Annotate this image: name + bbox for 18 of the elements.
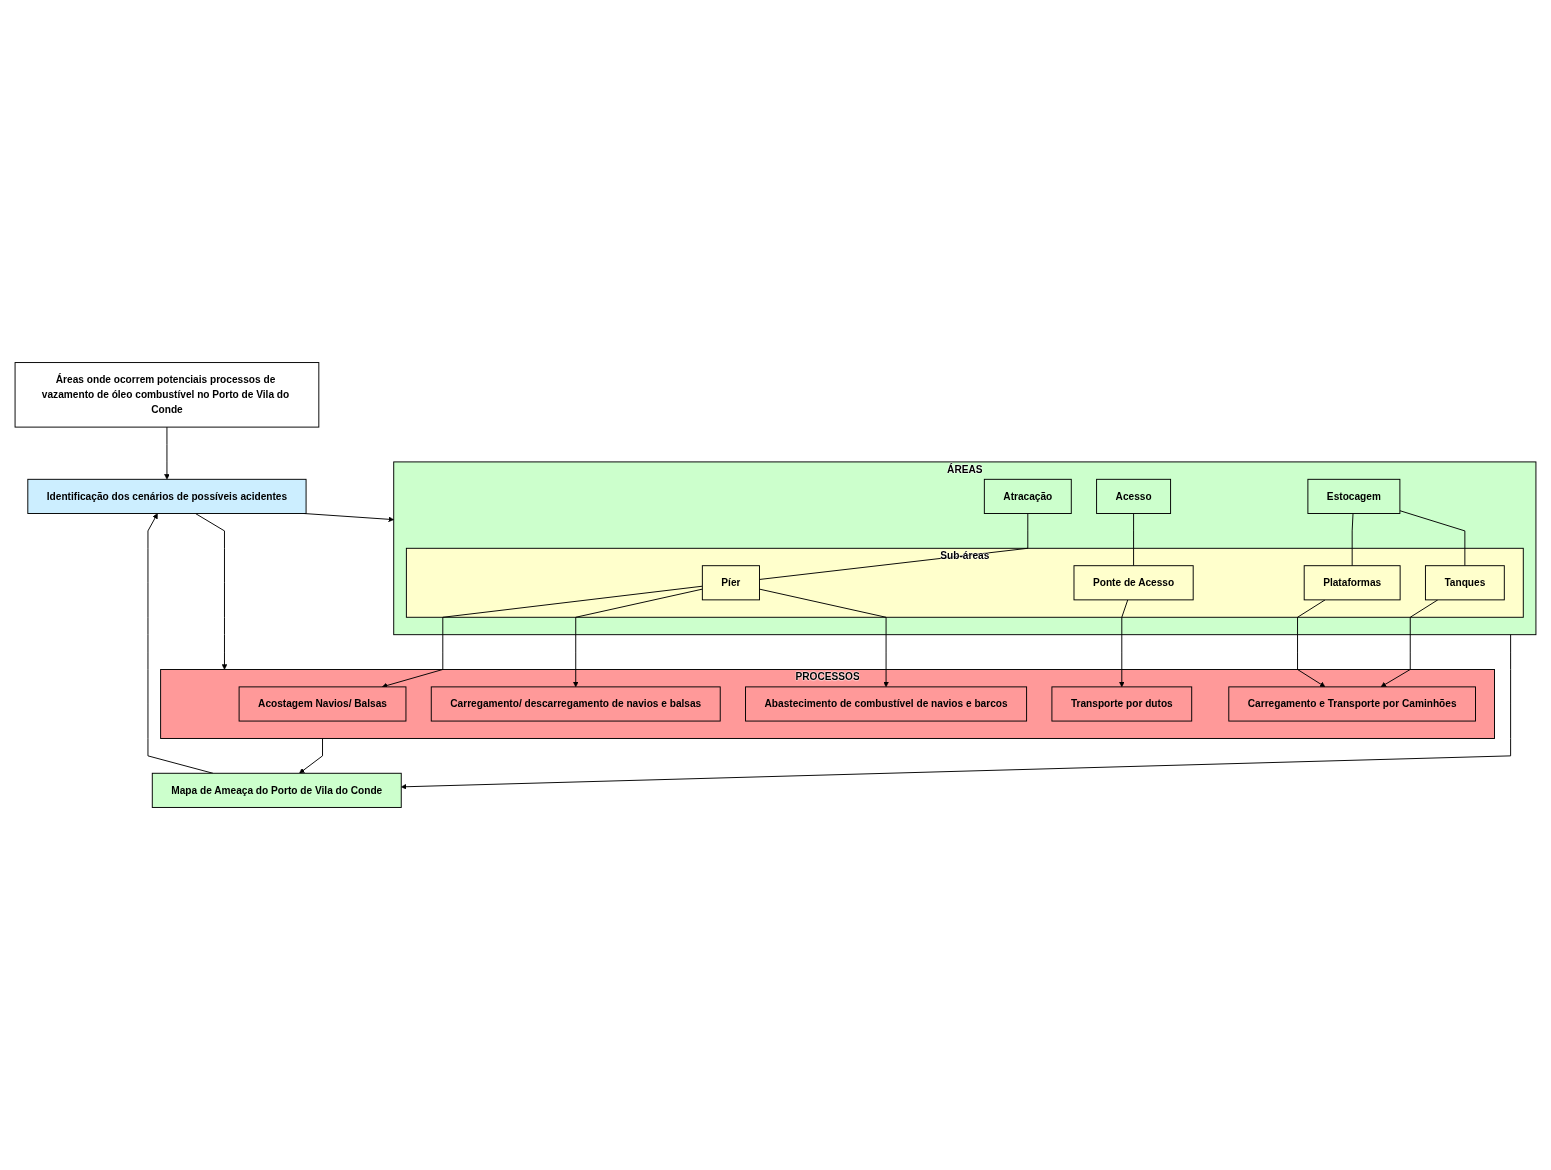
node-box: Píer (701, 565, 760, 601)
node-box: Estocagem (1307, 478, 1401, 514)
node-box: Tanques (1424, 565, 1505, 601)
node-box: Acesso (1096, 478, 1172, 514)
node-box: Áreas onde ocorrem potenciais processos de vazamento de óleo combustível no Porto de Vila do Conde (14, 362, 320, 428)
node-box: Carregamento e Transporte por Caminhões (1228, 686, 1476, 722)
node-box: Acostagem Navios/ Balsas (238, 686, 407, 722)
node-box: Abastecimento de combustível de navios e barcos (745, 686, 1028, 722)
connector (1133, 513, 1135, 567)
node-box: Plataformas (1303, 565, 1401, 601)
node-box: Ponte de Acesso (1073, 565, 1194, 601)
connector (1351, 513, 1354, 567)
connector (1399, 510, 1466, 567)
node-box: Transporte por dutos (1051, 686, 1193, 722)
node-box: Mapa de Ameaça do Porto de Vila do Conde (151, 772, 402, 808)
node-box: Carregamento/ descarregamento de navios e balsas (430, 686, 721, 722)
node-box: Identificação dos cenários de possíveis acidentes (27, 478, 307, 514)
node-box: Atracação (983, 478, 1072, 514)
